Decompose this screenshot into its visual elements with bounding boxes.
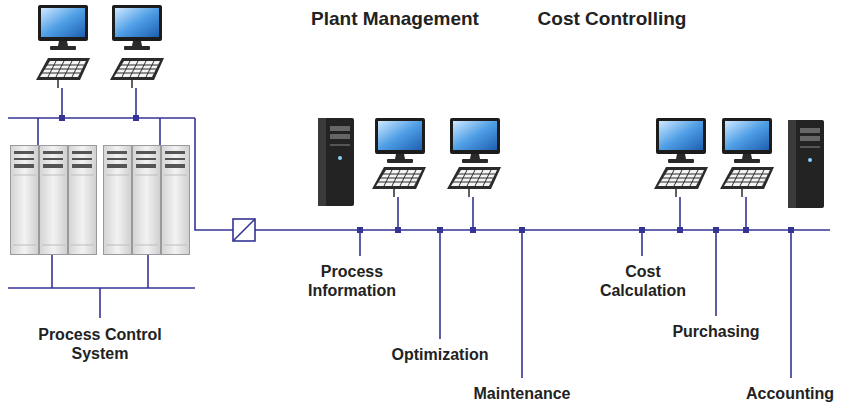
drop-line [790, 230, 792, 378]
drop-line [159, 118, 161, 145]
junction-dot [395, 227, 401, 233]
monitor [38, 5, 88, 50]
monitor [112, 5, 162, 50]
keyboard [654, 167, 708, 197]
keyboard [36, 58, 90, 88]
node-label: Process Information [297, 262, 407, 300]
node-label: Cost Calculation [588, 262, 698, 300]
drop-line [472, 197, 474, 230]
drop-line [51, 255, 53, 288]
control-cabinet [104, 146, 190, 255]
drop-line [715, 230, 717, 316]
computers [11, 5, 825, 255]
junction-dot [357, 227, 363, 233]
gateway-box [233, 219, 255, 241]
keyboard [720, 167, 774, 197]
drop-line [99, 288, 101, 318]
drop-line [135, 88, 137, 118]
section-heading: Cost Controlling [507, 8, 717, 31]
keyboard [447, 167, 501, 197]
junction-dot [59, 115, 65, 121]
node-label: Accounting [735, 384, 845, 403]
drop-line [641, 230, 643, 256]
monitor [656, 118, 706, 163]
junction-dot [437, 227, 443, 233]
monitor [722, 118, 772, 163]
drop-line [439, 230, 441, 339]
node-label: Optimization [370, 345, 510, 364]
junction-dot [677, 227, 683, 233]
junction-dots [59, 115, 794, 233]
junction-dot [743, 227, 749, 233]
keyboard [372, 167, 426, 197]
drop-line [397, 197, 399, 230]
gateway-diagonal [233, 219, 255, 241]
drop-line [61, 88, 63, 118]
drop-line [37, 118, 39, 145]
drop-line [521, 230, 523, 378]
junction-dot [788, 227, 794, 233]
junction-dot [713, 227, 719, 233]
keyboard [110, 58, 164, 88]
bus-line [8, 117, 195, 119]
node-label: Purchasing [656, 322, 776, 341]
drop-line [359, 230, 361, 256]
bus-line [8, 287, 195, 289]
drop-line [745, 197, 747, 230]
drop-line [679, 197, 681, 230]
section-heading: Plant Management [280, 8, 510, 31]
junction-dot [639, 227, 645, 233]
pc-tower [788, 120, 824, 208]
junction-dot [470, 227, 476, 233]
junction-dot [133, 115, 139, 121]
node-label: Process Control System [20, 325, 180, 363]
network-lines [8, 88, 830, 378]
node-label: Maintenance [452, 384, 592, 403]
monitor [375, 118, 425, 163]
junction-dot [519, 227, 525, 233]
control-cabinet [11, 146, 97, 255]
drop-line [147, 255, 149, 288]
pc-tower [318, 118, 354, 206]
bus-line [195, 118, 233, 230]
monitor [450, 118, 500, 163]
